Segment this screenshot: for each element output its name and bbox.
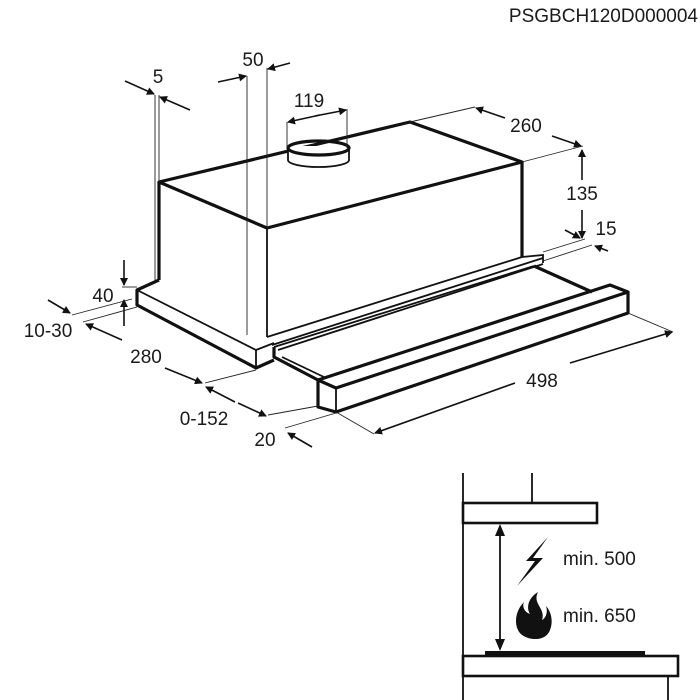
dim-front-trim: 20 bbox=[254, 430, 275, 451]
flame-icon bbox=[516, 592, 552, 640]
dim-duct-offset: 50 bbox=[242, 50, 263, 71]
clearance-diagram: min. 500 min. 650 bbox=[461, 473, 680, 700]
dim-front-lip: 10-30 bbox=[24, 321, 73, 342]
electric-clearance-label: min. 500 bbox=[563, 549, 636, 570]
dimension-labels: 5 50 119 260 135 15 40 10-30 280 0-152 2… bbox=[24, 50, 617, 451]
product-code: PSGBCH120D000004 bbox=[509, 6, 698, 27]
dim-width: 498 bbox=[526, 371, 558, 392]
hob bbox=[485, 651, 645, 657]
dim-base-height: 40 bbox=[92, 286, 113, 307]
gas-clearance-label: min. 650 bbox=[563, 606, 636, 627]
wall-cabinet bbox=[461, 501, 599, 525]
duct-collar bbox=[286, 139, 351, 168]
dim-wall-offset: 5 bbox=[153, 67, 164, 88]
dim-rear-lip: 15 bbox=[595, 219, 616, 240]
lightning-bolt-icon bbox=[517, 537, 548, 586]
dimension-lines bbox=[47, 62, 674, 448]
dim-height: 135 bbox=[566, 184, 598, 205]
dim-duct-diameter: 119 bbox=[294, 91, 324, 112]
countertop bbox=[461, 654, 680, 678]
dim-body-depth: 280 bbox=[130, 347, 162, 368]
dim-extension: 0-152 bbox=[180, 409, 229, 430]
dim-depth: 260 bbox=[510, 116, 542, 137]
hood-base bbox=[135, 254, 544, 370]
